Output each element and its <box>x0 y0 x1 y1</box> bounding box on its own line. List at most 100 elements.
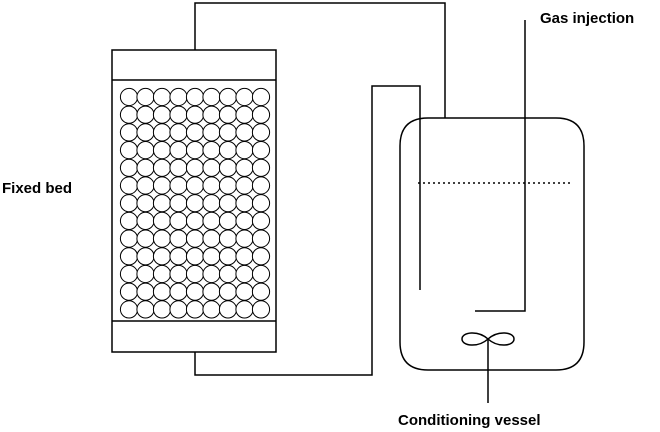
packing-sphere <box>119 300 139 319</box>
packing-sphere <box>136 87 155 107</box>
packing-sphere <box>119 123 139 142</box>
packing-sphere <box>202 247 221 266</box>
packing-sphere <box>169 87 188 107</box>
packing-sphere <box>235 211 254 230</box>
packing-sphere <box>119 247 139 266</box>
packing-sphere <box>119 158 139 177</box>
packing-sphere <box>136 211 155 230</box>
packing-sphere <box>251 141 271 160</box>
packing-sphere <box>169 105 188 124</box>
packing-sphere <box>136 264 155 284</box>
packing-sphere <box>152 158 172 177</box>
packing-sphere <box>152 300 172 319</box>
packing-sphere <box>152 87 172 107</box>
packing-sphere <box>218 123 238 142</box>
packing-sphere <box>235 300 254 319</box>
fixed-bed-packing <box>119 87 271 319</box>
gas-injection-label: Gas injection <box>540 10 635 27</box>
packing-sphere <box>202 264 221 284</box>
packing-sphere <box>136 141 155 160</box>
packing-sphere <box>185 247 205 266</box>
packing-sphere <box>136 282 155 301</box>
packing-sphere <box>136 300 155 319</box>
packing-sphere <box>169 229 188 248</box>
packing-sphere <box>152 211 172 230</box>
packing-sphere <box>218 282 238 301</box>
packing-sphere <box>251 264 271 284</box>
packing-sphere <box>169 264 188 284</box>
packing-sphere <box>119 105 139 124</box>
packing-sphere <box>169 176 188 195</box>
packing-sphere <box>251 247 271 266</box>
packing-sphere <box>235 282 254 301</box>
impeller-blade-left <box>461 332 490 346</box>
conditioning-vessel <box>399 117 585 403</box>
packing-sphere <box>169 123 188 142</box>
packing-sphere <box>251 282 271 301</box>
packing-sphere <box>218 229 238 248</box>
packing-sphere <box>169 211 188 230</box>
packing-sphere <box>169 247 188 266</box>
packing-sphere <box>185 282 205 301</box>
packing-sphere <box>152 194 172 213</box>
packing-sphere <box>119 229 139 248</box>
packing-sphere <box>185 123 205 142</box>
packing-sphere <box>152 141 172 160</box>
packing-sphere <box>119 282 139 301</box>
vessel-body <box>399 117 585 371</box>
packing-sphere <box>235 158 254 177</box>
packing-sphere <box>119 141 139 160</box>
gas-injection-pipe <box>475 20 526 312</box>
packing-sphere <box>185 158 205 177</box>
packing-sphere <box>202 229 221 248</box>
packing-sphere <box>119 194 139 213</box>
packing-sphere <box>185 194 205 213</box>
packing-sphere <box>185 105 205 124</box>
packing-sphere <box>136 105 155 124</box>
packing-sphere <box>202 176 221 195</box>
packing-sphere <box>185 87 205 107</box>
packing-sphere <box>202 211 221 230</box>
packing-sphere <box>218 176 238 195</box>
packing-sphere <box>169 300 188 319</box>
packing-sphere <box>235 194 254 213</box>
packing-sphere <box>218 264 238 284</box>
packing-sphere <box>235 123 254 142</box>
fixed-bed-column <box>111 49 277 353</box>
fixed-bed-label: Fixed bed <box>2 180 73 197</box>
packing-sphere <box>202 105 221 124</box>
packing-sphere <box>152 123 172 142</box>
packing-sphere <box>136 247 155 266</box>
packing-sphere <box>152 229 172 248</box>
packing-sphere <box>235 229 254 248</box>
packing-sphere <box>218 158 238 177</box>
packing-sphere <box>185 300 205 319</box>
packing-sphere <box>218 194 238 213</box>
packing-sphere <box>251 123 271 142</box>
outlet-pipe <box>194 85 421 376</box>
packing-sphere <box>185 211 205 230</box>
packing-sphere <box>235 87 254 107</box>
conditioning-vessel-label: Conditioning vessel <box>398 412 541 429</box>
packing-sphere <box>202 141 221 160</box>
packing-sphere <box>251 194 271 213</box>
packing-sphere <box>235 176 254 195</box>
packing-sphere <box>169 282 188 301</box>
packing-sphere <box>185 229 205 248</box>
packing-sphere <box>185 176 205 195</box>
packing-sphere <box>235 247 254 266</box>
packing-sphere <box>119 87 139 107</box>
packing-sphere <box>152 247 172 266</box>
packing-sphere <box>251 105 271 124</box>
packing-sphere <box>152 282 172 301</box>
packing-sphere <box>202 300 221 319</box>
packing-sphere <box>169 141 188 160</box>
packing-sphere <box>119 264 139 284</box>
packing-sphere <box>119 176 139 195</box>
packing-sphere <box>235 264 254 284</box>
packing-sphere <box>251 158 271 177</box>
packing-sphere <box>119 211 139 230</box>
packing-sphere <box>202 158 221 177</box>
packing-sphere <box>136 176 155 195</box>
